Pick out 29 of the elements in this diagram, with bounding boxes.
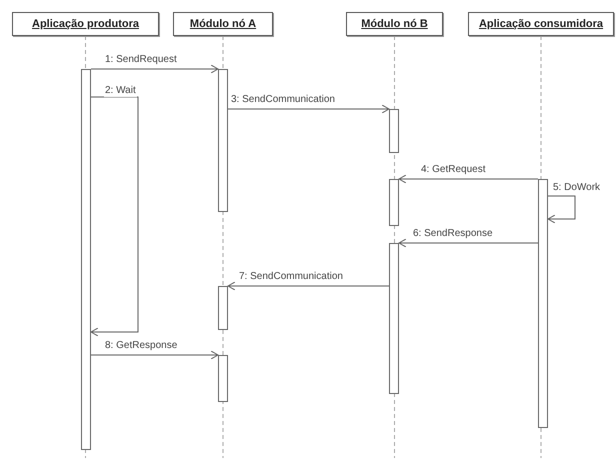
activation-bar <box>389 179 399 226</box>
message-arrow <box>90 96 138 336</box>
participant-box <box>346 12 443 36</box>
message-arrow <box>90 350 218 360</box>
edge-label: 8: GetResponse <box>104 340 178 352</box>
edge-label: 2: Wait <box>104 85 137 97</box>
participant-name: Módulo nó B <box>361 18 428 30</box>
participant-name: Aplicação consumidora <box>478 18 604 30</box>
participant-box <box>12 12 159 36</box>
activation-bar <box>218 355 228 402</box>
activation-bar <box>538 179 548 428</box>
message-arrow <box>398 238 538 248</box>
participant-box <box>468 12 614 36</box>
edge-label: 4: GetRequest <box>420 164 486 176</box>
participant-name: Módulo nó A <box>190 18 256 30</box>
edge-label: 1: SendRequest <box>104 54 178 66</box>
activation-bar <box>218 69 228 212</box>
activation-bar <box>389 109 399 153</box>
edge-label: 6: SendResponse <box>412 228 494 240</box>
message-arrow <box>228 104 390 114</box>
message-arrow <box>228 282 390 290</box>
participant-box <box>173 12 273 36</box>
activation-bar <box>81 69 91 450</box>
message-arrow <box>548 196 576 224</box>
message-arrow <box>90 64 218 74</box>
message-arrow <box>398 174 538 184</box>
participant-name: Aplicação produtora <box>32 18 139 30</box>
activation-bar <box>218 286 228 330</box>
activation-bar <box>389 243 399 394</box>
